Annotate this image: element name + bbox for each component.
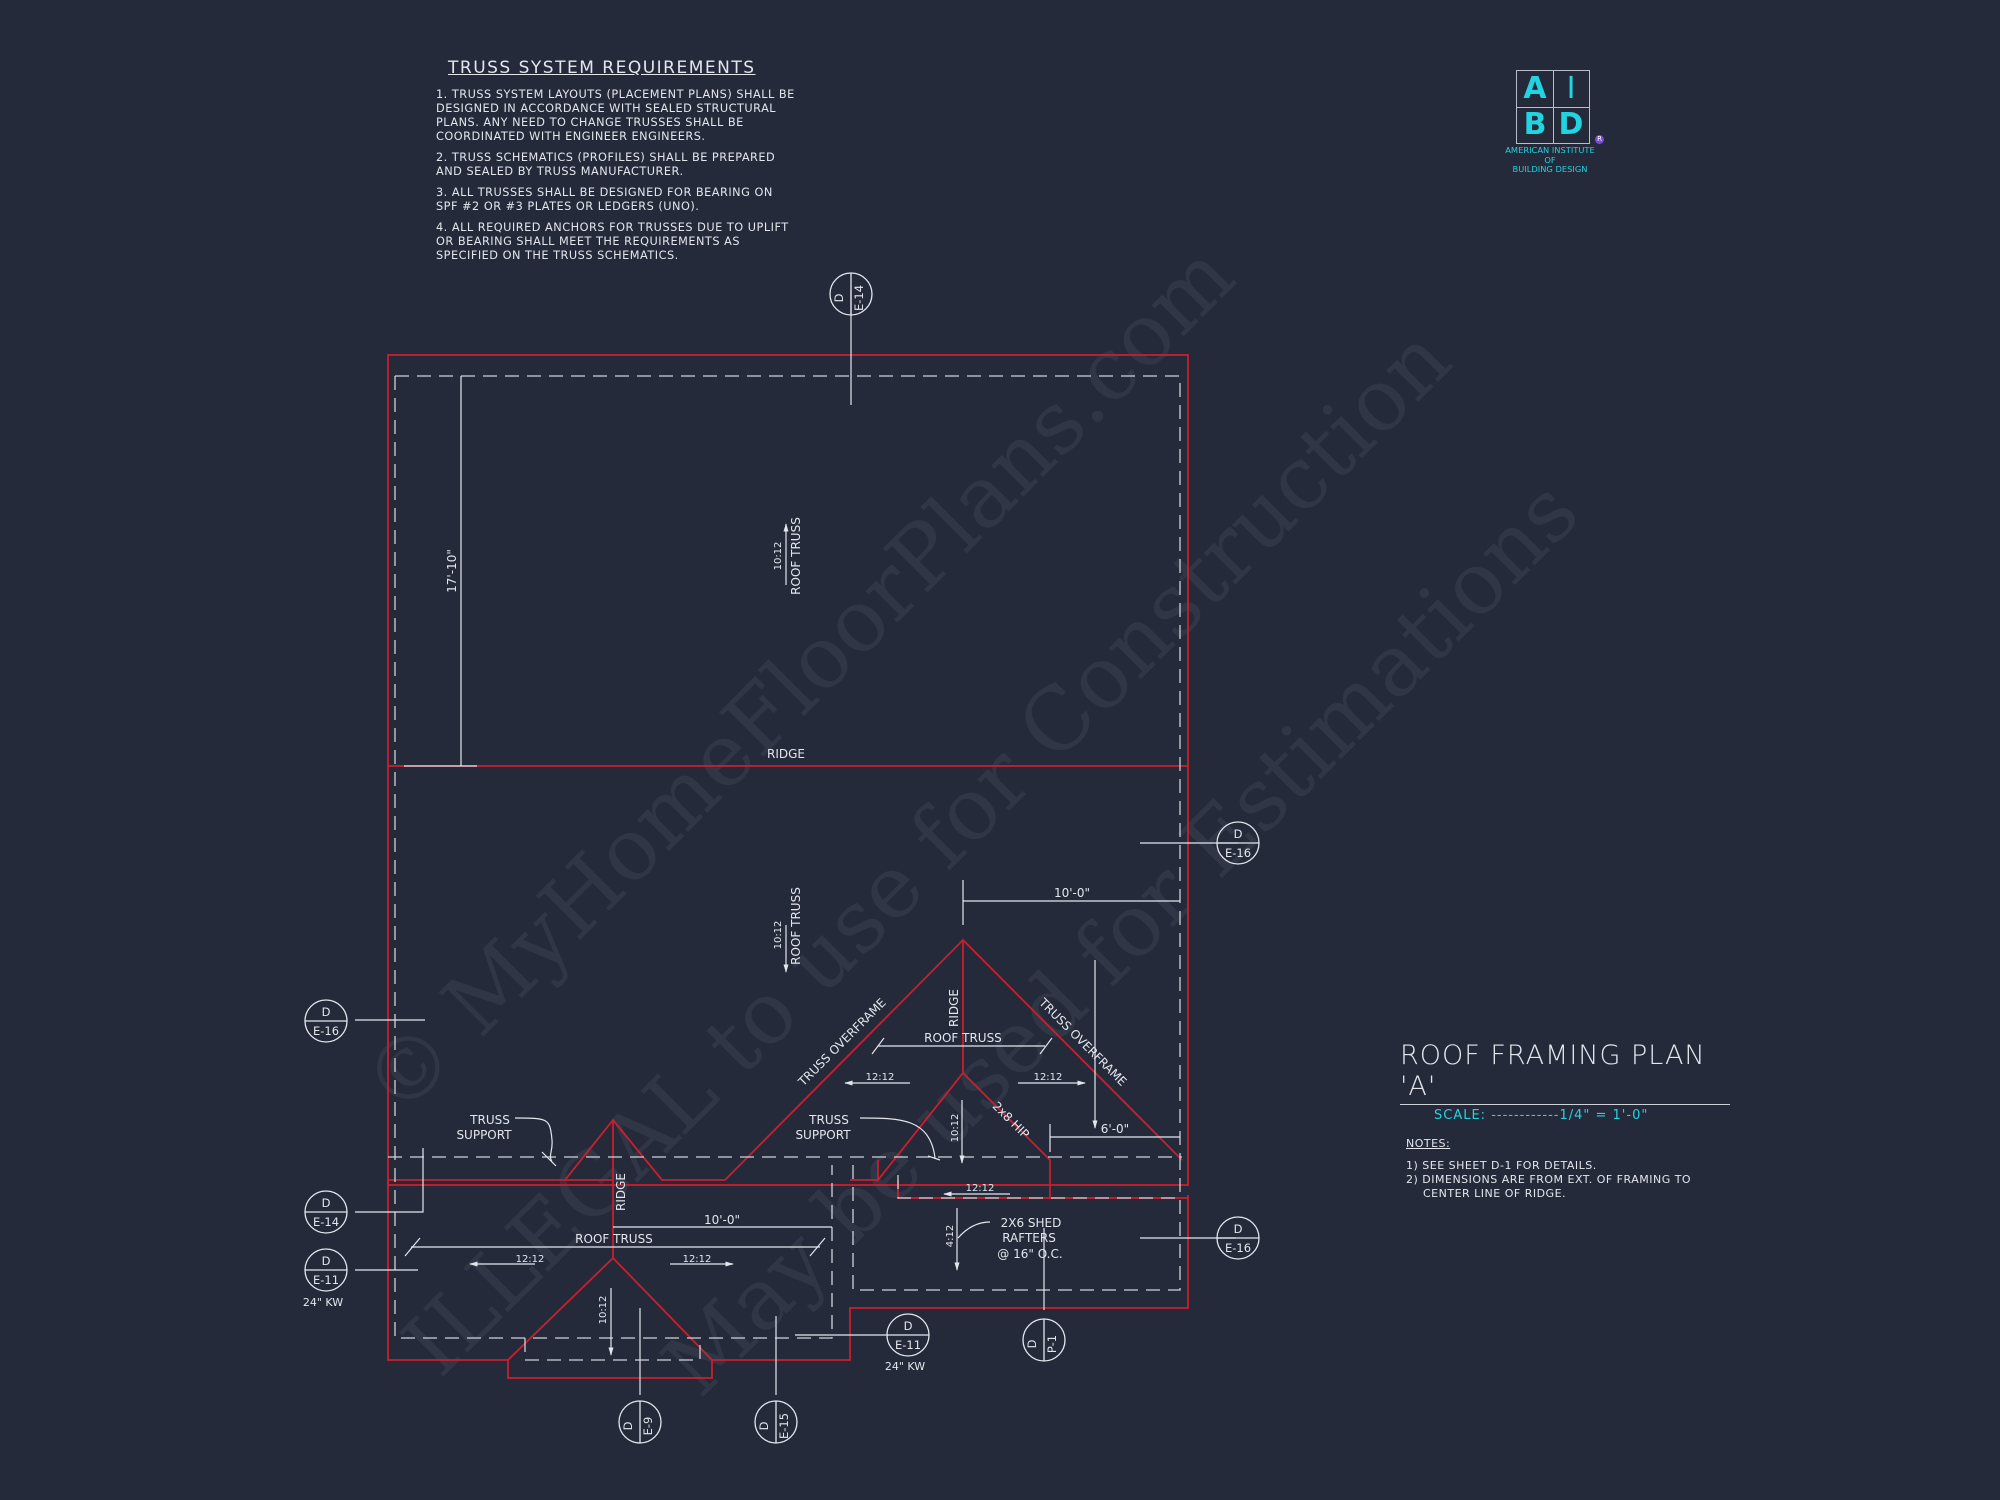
svg-text:12:12: 12:12 bbox=[866, 1072, 895, 1083]
svg-text:10:12: 10:12 bbox=[598, 1296, 609, 1325]
svg-text:ILLEGAL to use for Constructio: ILLEGAL to use for Construction bbox=[384, 309, 1470, 1395]
svg-text:24" KW: 24" KW bbox=[303, 1296, 343, 1309]
svg-text:E-11: E-11 bbox=[313, 1273, 339, 1287]
notes-header: NOTES: bbox=[1406, 1137, 1451, 1150]
svg-text:E-16: E-16 bbox=[313, 1024, 339, 1038]
requirement-item: 1. TRUSS SYSTEM LAYOUTS (PLACEMENT PLANS… bbox=[436, 88, 795, 143]
svg-text:E-16: E-16 bbox=[1225, 1241, 1251, 1255]
svg-text:D: D bbox=[1025, 1339, 1039, 1348]
svg-text:@ 16" O.C.: @ 16" O.C. bbox=[997, 1247, 1062, 1261]
svg-text:6'-0": 6'-0" bbox=[1101, 1122, 1129, 1136]
truss-requirements: TRUSS SYSTEM REQUIREMENTS 1. TRUSS SYSTE… bbox=[436, 58, 796, 270]
svg-text:TRUSS: TRUSS bbox=[469, 1113, 510, 1127]
svg-text:D: D bbox=[322, 1196, 331, 1210]
svg-text:24" KW: 24" KW bbox=[885, 1360, 925, 1373]
svg-text:E-16: E-16 bbox=[1225, 846, 1251, 860]
svg-text:RAFTERS: RAFTERS bbox=[1002, 1231, 1056, 1245]
svg-text:D: D bbox=[832, 293, 846, 302]
logo-letter: B bbox=[1523, 107, 1547, 142]
logo-letter: D bbox=[1558, 107, 1584, 142]
svg-text:10'-0": 10'-0" bbox=[704, 1213, 740, 1227]
wall-lines bbox=[388, 375, 1182, 1361]
svg-text:RIDGE: RIDGE bbox=[614, 1173, 628, 1211]
requirement-item: 2. TRUSS SCHEMATICS (PROFILES) SHALL BE … bbox=[436, 151, 776, 178]
svg-text:12:12: 12:12 bbox=[966, 1183, 995, 1194]
section-marker-labels: D E-14 D E-16 D E-16 D E-14 D E-11 D E-1… bbox=[313, 285, 1251, 1439]
requirement-item: 4. ALL REQUIRED ANCHORS FOR TRUSSES DUE … bbox=[436, 221, 789, 262]
logo-letter: A bbox=[1523, 71, 1547, 106]
svg-text:ROOF TRUSS: ROOF TRUSS bbox=[924, 1031, 1002, 1045]
watermark: © MyHomeFloorPlans.com ILLEGAL to use fo… bbox=[344, 225, 1598, 1414]
svg-text:17'-10": 17'-10" bbox=[445, 549, 459, 593]
svg-text:D: D bbox=[1234, 827, 1243, 841]
svg-text:SUPPORT: SUPPORT bbox=[795, 1128, 851, 1142]
notes: NOTES: 1) SEE SHEET D-1 FOR DETAILS. 2) … bbox=[1406, 1137, 1736, 1201]
logo-line: OF bbox=[1544, 154, 1556, 165]
svg-text:D: D bbox=[1234, 1222, 1243, 1236]
logo-line: AMERICAN INSTITUTE bbox=[1505, 145, 1595, 155]
svg-text:E-14: E-14 bbox=[313, 1215, 339, 1229]
svg-text:ROOF TRUSS: ROOF TRUSS bbox=[789, 517, 803, 595]
requirement-item: 3. ALL TRUSSES SHALL BE DESIGNED FOR BEA… bbox=[436, 186, 773, 213]
aibd-logo: A I B D R AMERICAN INSTITUTE OF BUILDING… bbox=[1505, 70, 1614, 175]
svg-text:P-1: P-1 bbox=[1045, 1335, 1059, 1353]
note-item: 1) SEE SHEET D-1 FOR DETAILS. bbox=[1406, 1159, 1597, 1172]
svg-text:E-9: E-9 bbox=[641, 1417, 655, 1436]
svg-text:12:12: 12:12 bbox=[683, 1254, 712, 1265]
svg-text:10'-0": 10'-0" bbox=[1054, 886, 1090, 900]
note-item: 2) DIMENSIONS ARE FROM EXT. OF FRAMING T… bbox=[1406, 1173, 1692, 1200]
svg-text:10:12: 10:12 bbox=[773, 542, 784, 571]
svg-text:ROOF TRUSS: ROOF TRUSS bbox=[575, 1232, 653, 1246]
logo-line: BUILDING DESIGN bbox=[1512, 164, 1588, 174]
svg-text:D: D bbox=[621, 1421, 635, 1430]
svg-text:2X6 SHED: 2X6 SHED bbox=[1001, 1216, 1062, 1230]
svg-text:10:12: 10:12 bbox=[773, 921, 784, 950]
svg-text:RIDGE: RIDGE bbox=[767, 747, 805, 761]
section-markers bbox=[304, 272, 1260, 1444]
svg-text:D: D bbox=[322, 1254, 331, 1268]
svg-text:D: D bbox=[757, 1421, 771, 1430]
svg-text:E-14: E-14 bbox=[852, 285, 866, 311]
logo-name: AMERICAN INSTITUTE OF BUILDING DESIGN bbox=[1498, 145, 1602, 175]
logo-letter: I bbox=[1566, 71, 1576, 106]
svg-text:RIDGE: RIDGE bbox=[947, 989, 961, 1027]
requirements-title: TRUSS SYSTEM REQUIREMENTS bbox=[448, 58, 756, 78]
logo-mark: A I B D R bbox=[1516, 70, 1604, 144]
logo-divider bbox=[1517, 107, 1589, 108]
svg-text:12:12: 12:12 bbox=[1034, 1072, 1063, 1083]
plan-labels: 17'-10" 10:12 ROOF TRUSS RIDGE 10:12 ROO… bbox=[303, 517, 1130, 1373]
svg-text:4:12: 4:12 bbox=[945, 1225, 956, 1247]
svg-text:10:12: 10:12 bbox=[950, 1114, 961, 1143]
plan-scale: SCALE: ------------1/4" = 1'-0" bbox=[1434, 1108, 1649, 1123]
svg-text:12:12: 12:12 bbox=[516, 1254, 545, 1265]
svg-text:TRUSS: TRUSS bbox=[808, 1113, 849, 1127]
svg-text:E-15: E-15 bbox=[777, 1413, 791, 1439]
plan-title: ROOF FRAMING PLAN 'A' bbox=[1400, 1040, 1730, 1105]
svg-text:E-11: E-11 bbox=[895, 1338, 921, 1352]
svg-text:SUPPORT: SUPPORT bbox=[456, 1128, 512, 1142]
registered-icon: R bbox=[1595, 135, 1604, 144]
svg-text:D: D bbox=[904, 1319, 913, 1333]
title-block: ROOF FRAMING PLAN 'A' SCALE: -----------… bbox=[1400, 1040, 1730, 1123]
svg-text:D: D bbox=[322, 1005, 331, 1019]
svg-text:ROOF TRUSS: ROOF TRUSS bbox=[789, 887, 803, 965]
